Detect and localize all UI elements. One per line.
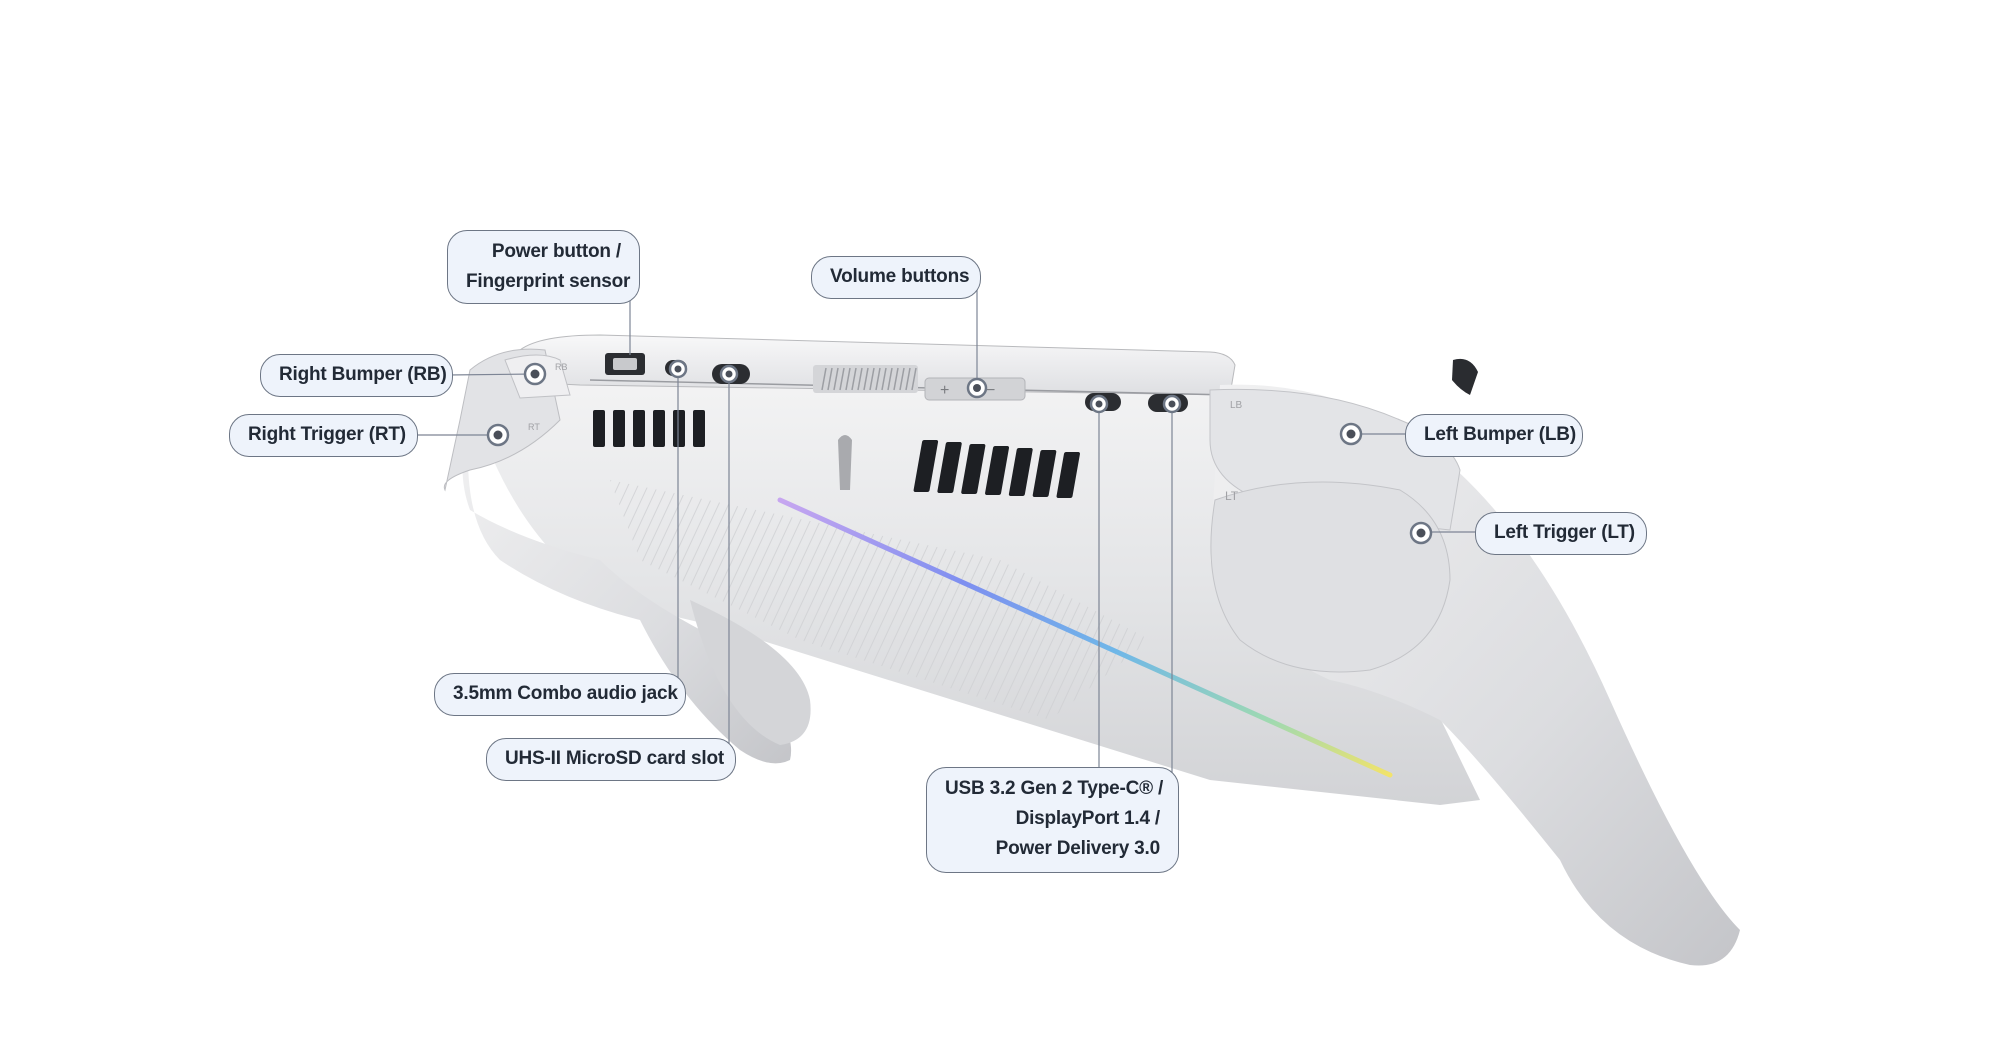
callout-usb-port: USB 3.2 Gen 2 Type-C® / DisplayPort 1.4 … bbox=[926, 767, 1179, 873]
vent-slot bbox=[653, 410, 665, 447]
vents-top bbox=[821, 367, 917, 391]
vent-line bbox=[887, 367, 893, 391]
vent-line bbox=[851, 367, 857, 391]
vent-slot bbox=[961, 444, 986, 494]
volume-plus-mark: + bbox=[940, 382, 949, 399]
volume-minus-mark: − bbox=[986, 382, 995, 399]
callout-audio-jack: 3.5mm Combo audio jack bbox=[434, 673, 686, 716]
rb-mark: RB bbox=[555, 362, 568, 372]
lt-mark: LT bbox=[1225, 489, 1239, 503]
vent-line bbox=[863, 367, 869, 391]
vent-slot bbox=[613, 410, 625, 447]
callout-left-trigger: Left Trigger (LT) bbox=[1475, 512, 1647, 555]
vent-line bbox=[911, 367, 917, 391]
vent-slot bbox=[1008, 448, 1033, 496]
vent-slot bbox=[937, 442, 962, 493]
callout-right-bumper: Right Bumper (RB) bbox=[260, 354, 453, 397]
vent-line bbox=[833, 367, 839, 391]
callout-usb-line3: Power Delivery 3.0 bbox=[995, 838, 1161, 859]
vent-slot bbox=[593, 410, 605, 447]
vent-line bbox=[899, 367, 905, 391]
marker-volume bbox=[966, 377, 988, 399]
marker-lb bbox=[1339, 422, 1363, 446]
vent-line bbox=[881, 367, 887, 391]
leader-lines bbox=[413, 252, 1480, 795]
vent-line bbox=[893, 367, 899, 391]
vents-left bbox=[593, 410, 705, 447]
callout-usb-line2: DisplayPort 1.4 / bbox=[1015, 808, 1161, 829]
lb-mark: LB bbox=[1230, 400, 1243, 411]
callout-power-line2: Fingerprint sensor bbox=[466, 271, 631, 292]
rt-mark: RT bbox=[528, 422, 540, 432]
vent-line bbox=[875, 367, 881, 391]
callout-volume-text: Volume buttons bbox=[830, 266, 970, 287]
leader-rb bbox=[446, 373, 536, 376]
marker-usb2 bbox=[1162, 394, 1182, 414]
callout-lb-text: Left Bumper (LB) bbox=[1424, 424, 1576, 445]
callout-rb-text: Right Bumper (RB) bbox=[279, 364, 447, 385]
vent-line bbox=[845, 367, 851, 391]
vent-line bbox=[821, 367, 827, 391]
callout-volume-buttons: Volume buttons bbox=[811, 256, 981, 299]
callout-microsd-slot: UHS-II MicroSD card slot bbox=[486, 738, 736, 781]
marker-lt bbox=[1409, 521, 1433, 545]
vent-line bbox=[869, 367, 875, 391]
marker-microsd bbox=[719, 364, 739, 384]
callout-left-bumper: Left Bumper (LB) bbox=[1405, 414, 1583, 457]
vent-slot bbox=[1032, 450, 1057, 497]
vent-slot bbox=[985, 446, 1010, 495]
vents-right bbox=[913, 440, 1080, 498]
vent-line bbox=[827, 367, 833, 391]
vent-slot bbox=[633, 410, 645, 447]
vent-slot bbox=[913, 440, 939, 492]
vent-slot bbox=[693, 410, 705, 447]
callout-right-trigger: Right Trigger (RT) bbox=[229, 414, 418, 457]
callout-lt-text: Left Trigger (LT) bbox=[1494, 522, 1635, 543]
callout-power-line1: Power button / bbox=[491, 241, 621, 262]
vent-line bbox=[857, 367, 863, 391]
vent-slot bbox=[673, 410, 685, 447]
vent-line bbox=[839, 367, 845, 391]
marker-rt bbox=[486, 423, 510, 447]
callout-usb-line1: USB 3.2 Gen 2 Type-C® / bbox=[945, 778, 1164, 799]
marker-rb bbox=[523, 362, 547, 386]
marker-dots bbox=[486, 359, 1433, 545]
callout-rt-text: Right Trigger (RT) bbox=[248, 424, 406, 445]
vent-slot bbox=[1056, 452, 1080, 498]
marker-audio bbox=[668, 359, 688, 379]
vent-line bbox=[905, 367, 911, 391]
callout-microsd-text: UHS-II MicroSD card slot bbox=[505, 748, 725, 769]
callout-audio-text: 3.5mm Combo audio jack bbox=[453, 683, 678, 704]
marker-usb1 bbox=[1089, 394, 1109, 414]
callout-power-button: Power button / Fingerprint sensor bbox=[447, 230, 640, 304]
